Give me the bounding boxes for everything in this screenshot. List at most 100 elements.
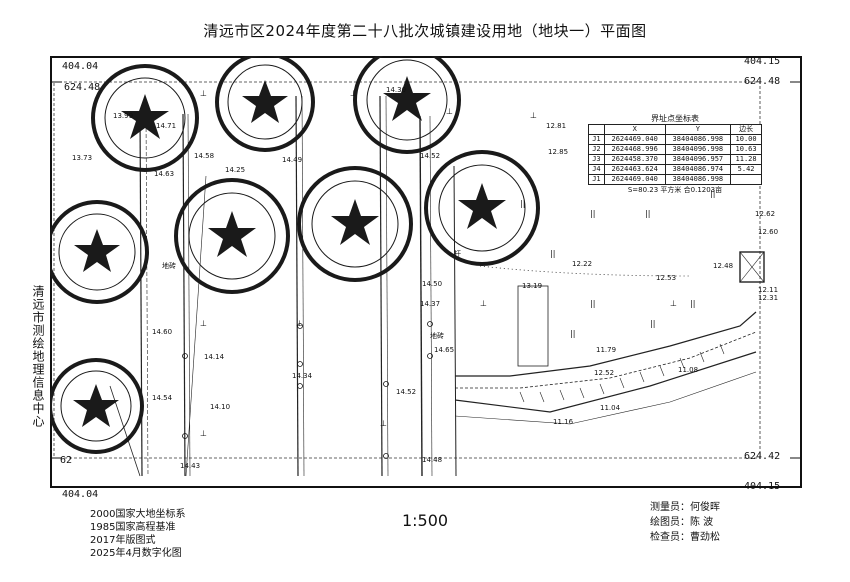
seal-7 <box>424 150 540 266</box>
label-paving: 地砖 <box>162 261 176 270</box>
survey-date: 2025年4月数字化图 <box>90 548 182 559</box>
seal-1 <box>91 64 199 172</box>
checker: 检查员：曹劲松 <box>650 532 720 543</box>
elev: 14.50 <box>422 280 442 288</box>
elev: 12.62 <box>755 210 775 218</box>
table-row: J2 2624468.996 38404096.998 10.63 <box>588 144 762 155</box>
corner-bottom-left-x: 404.04 <box>62 489 99 500</box>
cell: 2624469.040 <box>603 174 666 185</box>
svg-text:||: || <box>710 189 715 198</box>
elev: 14.34 <box>292 372 313 380</box>
elev: 12.60 <box>758 228 778 236</box>
svg-text:⊥: ⊥ <box>480 299 487 308</box>
svg-text:||: || <box>645 209 650 218</box>
corner-bottom-left-y: 62 <box>60 455 73 466</box>
corner-top-left-y: 624.48 <box>64 82 101 93</box>
elev: 11.79 <box>596 346 616 354</box>
elevation-labels: 13.99 14.71 13.73 14.58 14.25 14.49 14.3… <box>72 86 778 470</box>
map-labels: 地砖 地砖 杆 <box>162 249 461 340</box>
cell: 5.42 <box>730 164 762 175</box>
cell: 38404086.998 <box>664 174 732 185</box>
cell: 38404086.974 <box>664 164 732 175</box>
elev: 14.14 <box>204 353 225 361</box>
col-header: Y <box>664 124 732 135</box>
cell: J1 <box>588 174 605 185</box>
svg-text:⊥: ⊥ <box>350 89 357 98</box>
cell: J4 <box>588 164 605 175</box>
svg-text:||: || <box>550 249 555 258</box>
elev: 11.04 <box>600 404 621 412</box>
svg-text:||: || <box>570 329 575 338</box>
svg-text:||: || <box>590 299 595 308</box>
elev: 11.08 <box>678 366 698 374</box>
map-scale: 1:500 <box>401 511 449 530</box>
corner-top-right-x: 404.15 <box>744 56 781 67</box>
drafter: 绘图员：陈 波 <box>650 517 714 528</box>
elev: 12.52 <box>594 369 614 377</box>
table-header-row: X Y 边长 <box>588 124 762 135</box>
elev: 14.49 <box>282 156 302 164</box>
coordinate-table-grid: X Y 边长 J1 2624469.040 38404086.998 10.00… <box>588 124 762 185</box>
table-row: J1 2624469.040 38404086.998 <box>588 174 762 185</box>
cell: 38404096.957 <box>664 154 732 165</box>
elev: 14.63 <box>154 170 174 178</box>
cell: J3 <box>588 154 605 165</box>
col-header <box>588 124 605 135</box>
seal-3 <box>353 56 461 154</box>
seal-4 <box>50 200 149 304</box>
elev: 12.11 <box>758 286 778 294</box>
cell: 2624463.624 <box>603 164 666 175</box>
cell: 2624468.996 <box>603 144 666 155</box>
svg-text:||: || <box>690 299 695 308</box>
elev: 14.52 <box>420 152 440 160</box>
svg-text:⊥: ⊥ <box>200 429 207 438</box>
elevation-datum: 1985国家高程基准 <box>90 522 176 533</box>
svg-text:||: || <box>650 319 655 328</box>
elev: 13.99 <box>113 112 133 120</box>
elev: 14.25 <box>225 166 245 174</box>
elev: 14.58 <box>194 152 214 160</box>
parcel-lines <box>109 95 765 477</box>
cell: 38404096.998 <box>664 144 732 155</box>
elev: 11.16 <box>553 418 574 426</box>
map-frame: 13.99 14.71 13.73 14.58 14.25 14.49 14.3… <box>50 56 802 488</box>
seals <box>50 56 540 454</box>
area-summary: S=80.23 平方米 合0.1203亩 <box>627 186 723 194</box>
svg-text:||: || <box>590 209 595 218</box>
page-title: 清远市区2024年度第二十八批次城镇建设用地（地块一）平面图 <box>203 22 647 40</box>
table-title: 界址点坐标表 <box>651 114 699 123</box>
elev: 12.31 <box>758 294 778 302</box>
label-pole: 杆 <box>454 249 461 258</box>
surveyor: 测量员：何俊晖 <box>650 502 720 513</box>
seal-5 <box>174 178 290 294</box>
map-symbol-edition: 2017年版图式 <box>90 535 156 546</box>
elev: 12.22 <box>572 260 592 268</box>
svg-text:⊥: ⊥ <box>380 419 387 428</box>
cell <box>730 174 762 185</box>
svg-text:⊥: ⊥ <box>200 89 207 98</box>
cell: 2624469.040 <box>603 134 666 145</box>
svg-text:⊥: ⊥ <box>446 107 453 116</box>
cell: 10.63 <box>730 144 762 155</box>
table-row: J4 2624463.624 38404086.974 5.42 <box>588 164 762 175</box>
table-row: J1 2624469.040 38404086.998 10.00 <box>588 134 762 145</box>
cell: 2624458.370 <box>603 154 666 165</box>
label-paving: 地砖 <box>430 331 444 340</box>
elev: 13.73 <box>72 154 92 162</box>
elev: 14.52 <box>396 388 416 396</box>
table-row: J3 2624458.370 38404096.957 11.28 <box>588 154 762 165</box>
corner-top-right-y: 624.48 <box>744 76 781 87</box>
seal-6 <box>297 166 413 282</box>
corner-bottom-right-x: 404.15 <box>744 481 781 492</box>
elev: 14.60 <box>152 328 172 336</box>
elev: 14.10 <box>210 403 230 411</box>
corner-bottom-right-y: 624.42 <box>744 451 781 462</box>
organization-vertical-label: 清远市测绘地理信息中心 <box>31 285 45 428</box>
seal-8 <box>50 358 144 454</box>
coordinate-system: 2000国家大地坐标系 <box>90 509 186 520</box>
col-header: X <box>603 124 666 135</box>
corner-top-left-x: 404.04 <box>62 61 99 72</box>
elev: 14.54 <box>152 394 173 402</box>
elev: 14.65 <box>434 346 454 354</box>
elev: 13.19 <box>522 282 542 290</box>
